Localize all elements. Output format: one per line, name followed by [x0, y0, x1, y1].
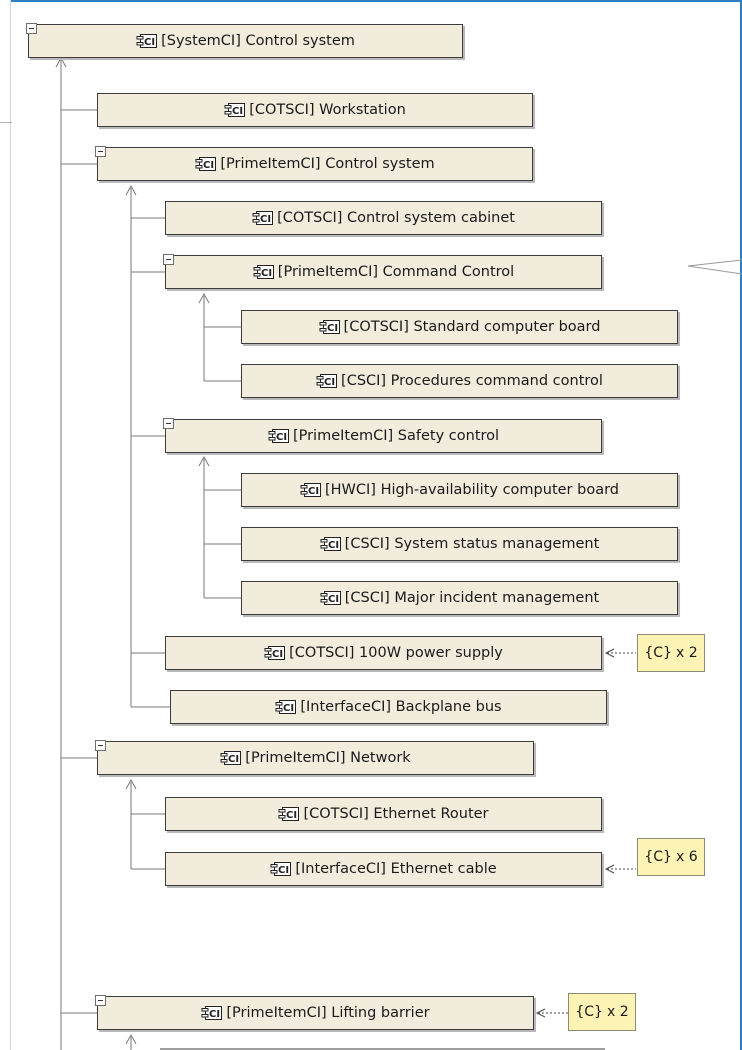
node-label: [COTSCI] Standard computer board	[343, 319, 601, 335]
ci-component-icon	[319, 320, 340, 334]
ci-component-icon	[195, 157, 216, 171]
tree-node-lifting-barrier[interactable]: [PrimeItemCI] Lifting barrier	[97, 996, 534, 1030]
ci-component-icon	[268, 429, 289, 443]
ci-component-icon	[201, 1006, 222, 1020]
collapse-toggle[interactable]	[95, 146, 106, 157]
node-label: [PrimeItemCI] Command Control	[277, 264, 515, 280]
tree-node-100w-power-supply[interactable]: [COTSCI] 100W power supply	[165, 636, 602, 670]
multiplicity-note[interactable]: {C} x 6	[637, 838, 705, 876]
diagram-frame-top-border	[0, 0, 742, 2]
ci-component-icon	[278, 807, 299, 821]
collapse-toggle[interactable]	[95, 995, 106, 1006]
note-count: x 2	[606, 1004, 629, 1020]
diagram-frame-left-margin	[0, 0, 11, 1050]
note-count: x 6	[675, 849, 698, 865]
ci-component-icon	[220, 751, 241, 765]
multiplicity-note[interactable]: {C} x 2	[568, 993, 636, 1031]
note-constraint: {C}	[644, 849, 672, 865]
note-constraint: {C}	[644, 645, 672, 661]
ci-component-icon	[300, 483, 321, 497]
node-label: [InterfaceCI] Ethernet cable	[295, 861, 497, 877]
node-label: [PrimeItemCI] Control system	[220, 156, 435, 172]
node-label: [PrimeItemCI] Safety control	[292, 428, 500, 444]
diagram-frame-right-border	[740, 0, 742, 1050]
diagram-frame-stub-line	[0, 122, 12, 123]
tree-node-prime-control-system[interactable]: [PrimeItemCI] Control system	[97, 147, 533, 181]
node-label: [HWCI] High-availability computer board	[325, 482, 619, 498]
tree-node-ethernet-cable[interactable]: [InterfaceCI] Ethernet cable	[165, 852, 602, 886]
node-label: [COTSCI] Control system cabinet	[277, 210, 515, 226]
ci-component-icon	[264, 646, 285, 660]
tree-node-standard-computer-board[interactable]: [COTSCI] Standard computer board	[241, 310, 678, 344]
collapse-toggle[interactable]	[163, 418, 174, 429]
tree-node-safety-control[interactable]: [PrimeItemCI] Safety control	[165, 419, 602, 453]
collapse-toggle[interactable]	[26, 23, 37, 34]
ci-component-icon	[252, 211, 273, 225]
tree-node-system-control-system[interactable]: [SystemCI] Control system	[28, 24, 463, 58]
tree-node-command-control[interactable]: [PrimeItemCI] Command Control	[165, 255, 602, 289]
tree-node-control-system-cabinet[interactable]: [COTSCI] Control system cabinet	[165, 201, 602, 235]
ci-component-icon	[320, 591, 341, 605]
ci-component-icon	[320, 537, 341, 551]
tree-node-backplane-bus[interactable]: [InterfaceCI] Backplane bus	[170, 690, 607, 724]
ci-component-icon	[224, 103, 245, 117]
ci-component-icon	[253, 265, 274, 279]
ci-component-icon	[316, 374, 337, 388]
tree-node-high-availability-computer-board[interactable]: [HWCI] High-availability computer board	[241, 473, 678, 507]
node-label: [InterfaceCI] Backplane bus	[300, 699, 502, 715]
node-label: [CSCI] System status management	[344, 536, 600, 552]
multiplicity-note[interactable]: {C} x 2	[637, 634, 705, 672]
note-constraint: {C}	[575, 1004, 603, 1020]
node-label: [COTSCI] Workstation	[249, 102, 406, 118]
collapse-toggle[interactable]	[163, 254, 174, 265]
ci-component-icon	[270, 862, 291, 876]
node-label: [SystemCI] Control system	[161, 33, 355, 49]
tree-node-workstation[interactable]: [COTSCI] Workstation	[97, 93, 533, 127]
node-label: [PrimeItemCI] Network	[245, 750, 411, 766]
node-label: [COTSCI] Ethernet Router	[303, 806, 489, 822]
ci-component-icon	[275, 700, 296, 714]
collapse-toggle[interactable]	[95, 740, 106, 751]
note-count: x 2	[675, 645, 698, 661]
node-label: [PrimeItemCI] Lifting barrier	[226, 1005, 430, 1021]
node-label: [CSCI] Procedures command control	[341, 373, 603, 389]
tree-node-ethernet-router[interactable]: [COTSCI] Ethernet Router	[165, 797, 602, 831]
node-label: [CSCI] Major incident management	[344, 590, 600, 606]
tree-node-procedures-command-control[interactable]: [CSCI] Procedures command control	[241, 364, 678, 398]
tree-node-network[interactable]: [PrimeItemCI] Network	[97, 741, 534, 775]
ci-component-icon	[136, 34, 157, 48]
tree-node-major-incident-management[interactable]: [CSCI] Major incident management	[241, 581, 678, 615]
node-label: [COTSCI] 100W power supply	[289, 645, 503, 661]
tree-node-system-status-management[interactable]: [CSCI] System status management	[241, 527, 678, 561]
